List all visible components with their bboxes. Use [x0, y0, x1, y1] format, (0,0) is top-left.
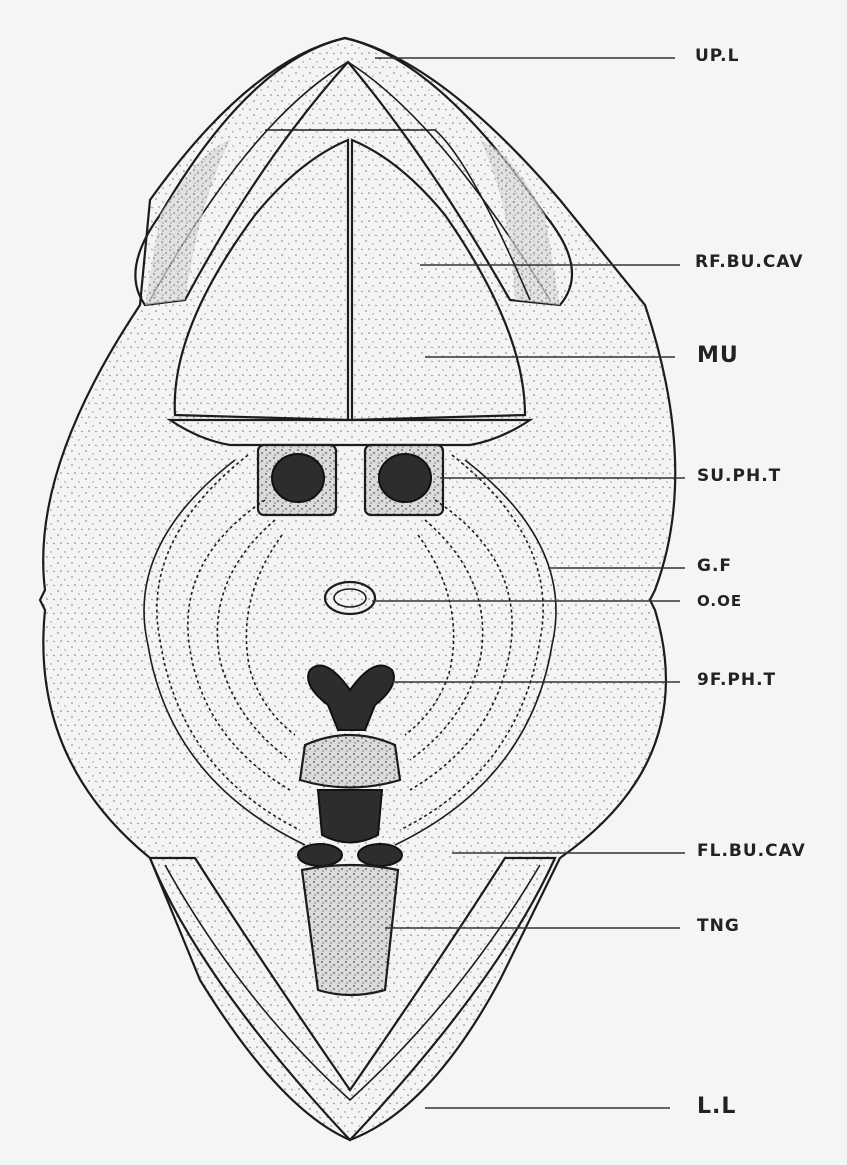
label-lower-lip: L.L	[697, 1094, 736, 1119]
tongue	[302, 865, 398, 995]
superior-pharyngeal-tooth-right	[379, 454, 431, 502]
basibranchial-right-lobe	[358, 844, 402, 866]
label-inferior-pharyngeal-tooth: 9F.PH.T	[697, 670, 776, 690]
label-upper-lip: UP.L	[695, 46, 739, 66]
label-floor-buccal-cavity: FL.BU.CAV	[697, 841, 806, 861]
basibranchial-dark	[318, 790, 382, 843]
label-oesophagus: O.OE	[697, 592, 742, 610]
inferior-pharyngeal-plate	[300, 735, 400, 788]
label-roof-buccal-cavity: RF.BU.CAV	[695, 252, 804, 272]
basibranchial-left-lobe	[298, 844, 342, 866]
superior-pharyngeal-tooth-left	[272, 454, 324, 502]
label-gill-filaments: G.F	[697, 556, 732, 576]
label-muscle: MU	[697, 343, 739, 368]
label-superior-pharyngeal-tooth: SU.PH.T	[697, 466, 781, 486]
label-tongue: TNG	[697, 916, 740, 936]
